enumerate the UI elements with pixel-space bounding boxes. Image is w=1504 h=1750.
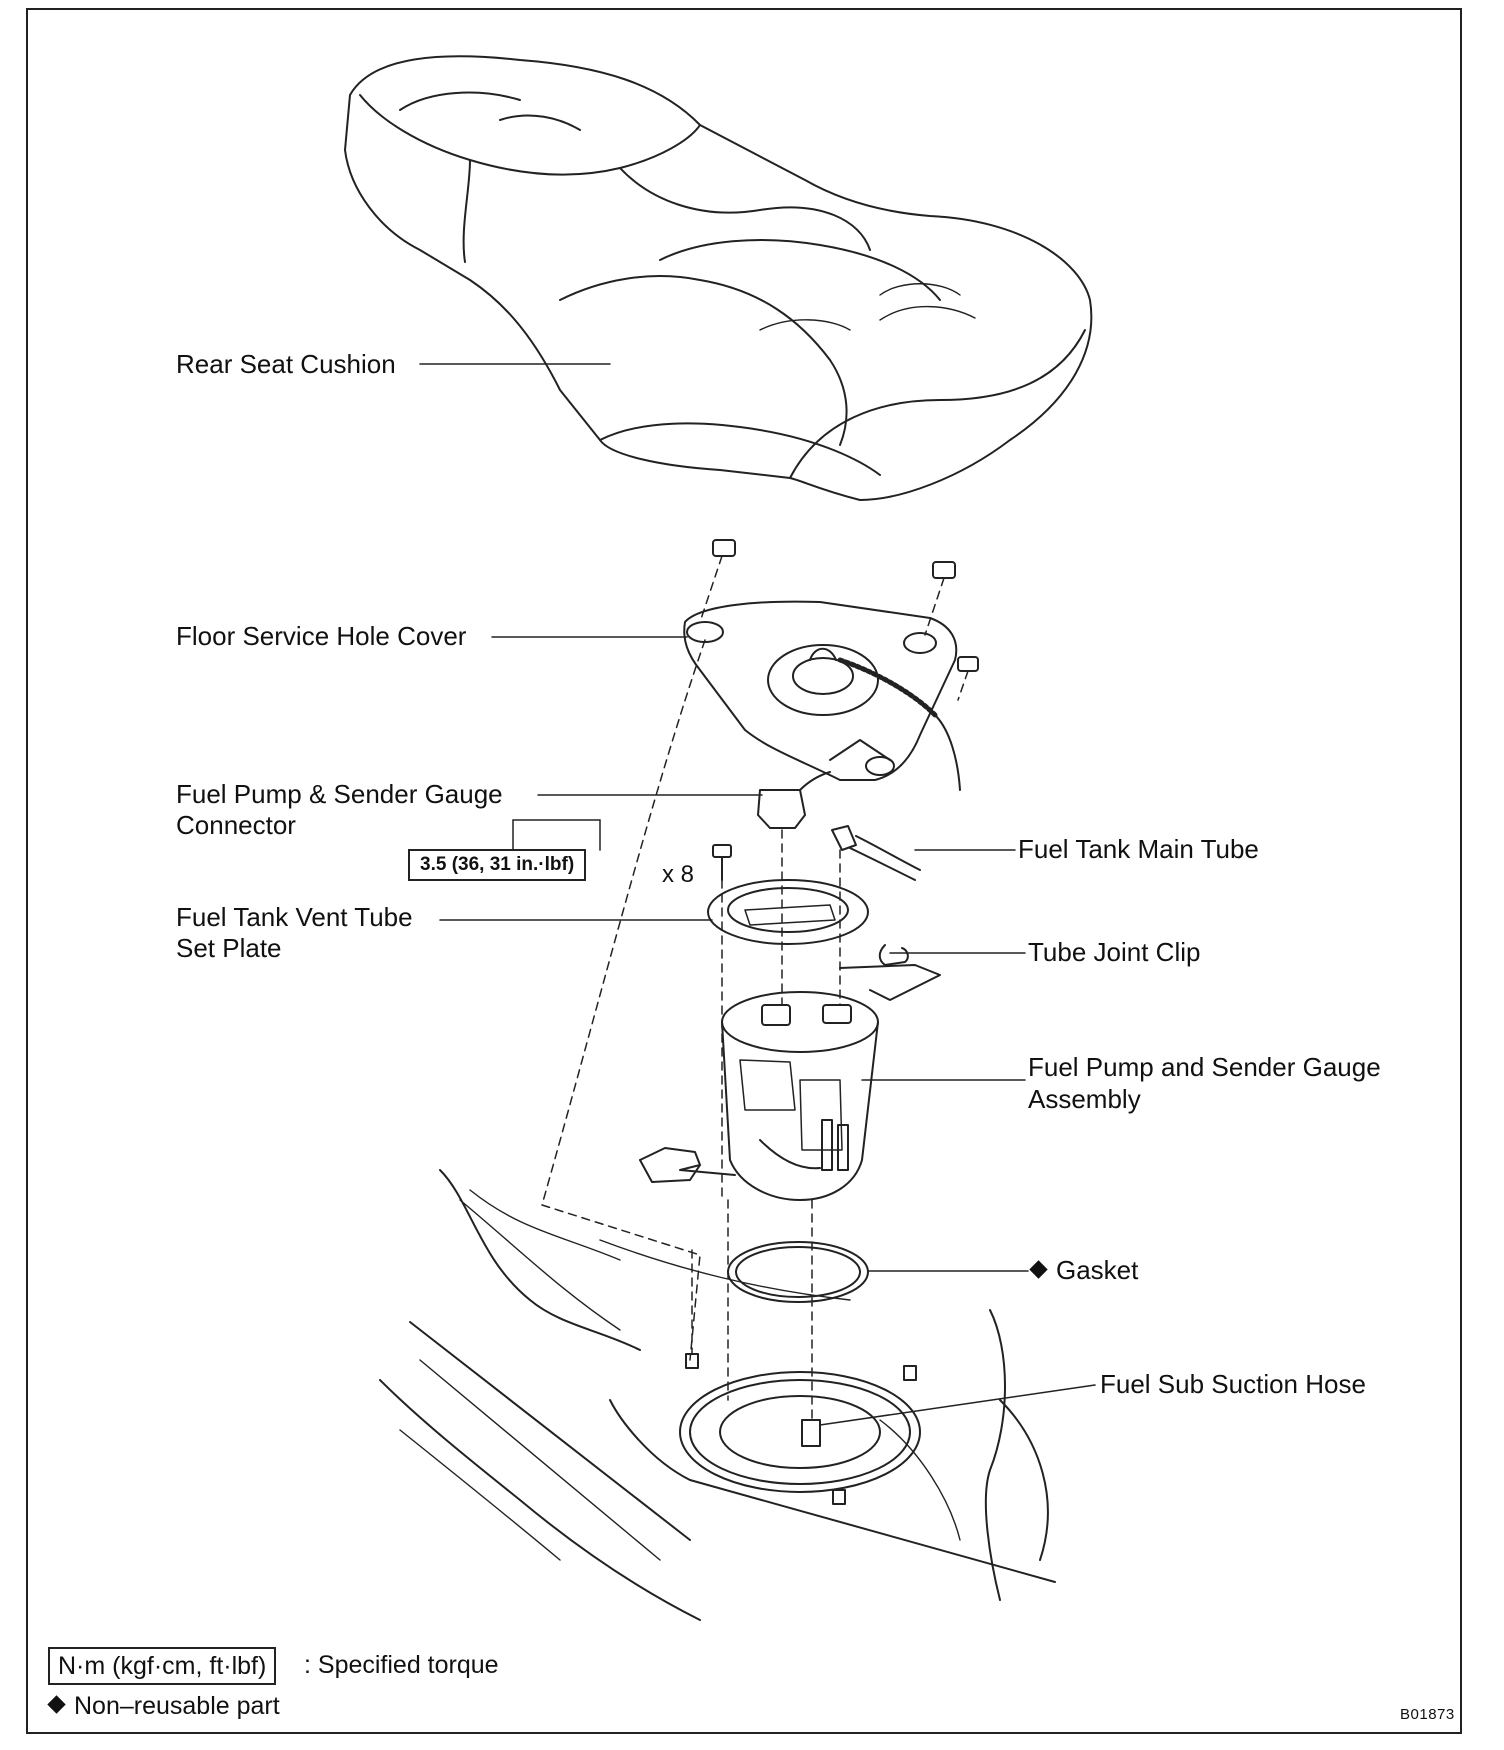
diagram-frame — [26, 8, 1462, 1734]
fuel-tank-main-tube-drawing — [831, 825, 921, 881]
legend-torque-desc: : Specified torque — [304, 1651, 499, 1679]
rear-seat-cushion-label: Rear Seat Cushion — [176, 349, 396, 379]
vent-tube-set-plate-drawing — [707, 879, 869, 945]
torque-spec-box: 3.5 (36, 31 in.·lbf) — [408, 849, 587, 881]
leader-lines — [419, 363, 1096, 1426]
connector-label-line1: Fuel Pump & Sender Gauge — [176, 779, 503, 809]
vent-tube-label-line1: Fuel Tank Vent Tube — [176, 902, 413, 932]
non-reusable-diamond-icon — [1029, 1260, 1048, 1279]
bolt-count-label: x 8 — [662, 861, 695, 888]
tube-joint-clip-label: Tube Joint Clip — [1028, 937, 1201, 967]
fuel-pump-connector-drawing — [757, 771, 831, 829]
legend-non-reusable-text: Non–reusable part — [74, 1692, 280, 1720]
rear-seat-cushion-drawing — [344, 55, 1093, 501]
legend-torque-unit-box: N·m (kgf·cm, ft·lbf) — [48, 1647, 277, 1685]
gasket-label: Gasket — [1029, 1255, 1139, 1286]
sub-suction-hose-label: Fuel Sub Suction Hose — [1100, 1369, 1366, 1399]
tube-joint-clip-drawing — [839, 944, 941, 1001]
floor-service-hole-cover-label: Floor Service Hole Cover — [176, 621, 467, 651]
connector-label-line2: Connector — [176, 810, 296, 840]
assembly-label-line1: Fuel Pump and Sender Gauge — [1028, 1052, 1381, 1082]
floor-service-hole-cover-drawing — [683, 600, 961, 791]
figure-code: B01873 — [1400, 1706, 1455, 1723]
fuel-pump-assembly-drawing — [639, 991, 879, 1201]
vent-tube-label-line2: Set Plate — [176, 933, 282, 963]
legend-non-reusable: Non–reusable part — [47, 1691, 280, 1722]
legend-diamond-icon — [47, 1695, 66, 1714]
fuel-tank-drawing — [379, 1169, 1056, 1621]
cover-bolts-drawing — [712, 539, 979, 881]
assembly-guide-lines — [541, 555, 969, 1421]
gasket-label-text: Gasket — [1056, 1255, 1139, 1285]
main-tube-label: Fuel Tank Main Tube — [1018, 834, 1259, 864]
assembly-label-line2: Assembly — [1028, 1084, 1141, 1114]
